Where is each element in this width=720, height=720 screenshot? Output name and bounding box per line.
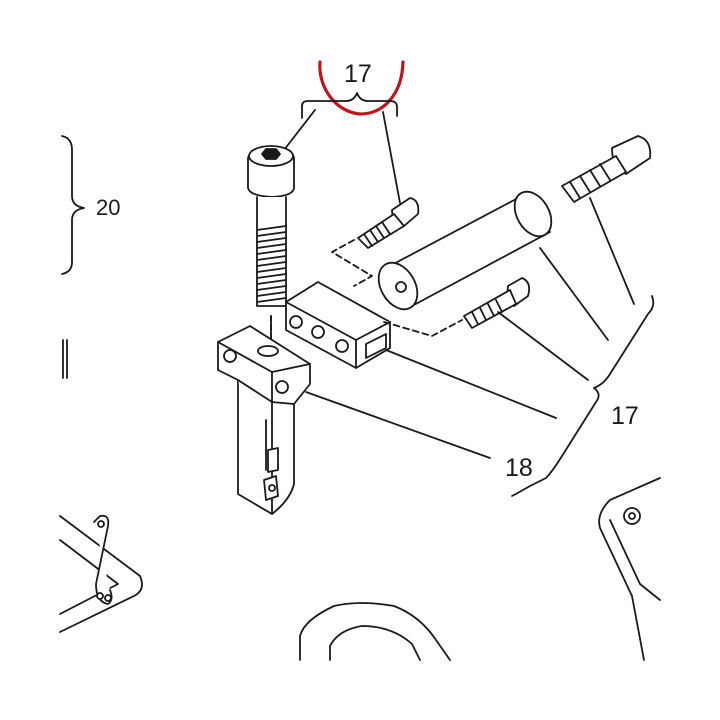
long-cap-screw xyxy=(247,145,295,349)
leader-right-clamp xyxy=(385,349,557,419)
leader-right-long-screw xyxy=(589,197,635,305)
short-screw-lower xyxy=(463,277,531,329)
top-brace xyxy=(301,92,398,119)
lower-left-component xyxy=(59,514,143,633)
leader-right-short-screw xyxy=(497,311,589,381)
spacer-rod xyxy=(377,190,553,311)
clamp-block xyxy=(285,281,391,369)
left-edge-mark xyxy=(62,339,68,379)
leader-bracket xyxy=(305,391,491,459)
callout-17-right: 17 xyxy=(611,402,639,430)
callout-20: 20 xyxy=(96,195,121,220)
leader-top-screw xyxy=(382,111,401,204)
left-brace xyxy=(61,135,85,275)
assembly-guide-lower xyxy=(383,319,463,337)
mounting-bracket xyxy=(217,325,311,515)
assembly-guide-upper xyxy=(331,239,373,287)
lower-middle-housing xyxy=(299,602,451,661)
long-screw-right xyxy=(561,135,652,203)
highlight-circle xyxy=(318,60,405,116)
short-screw-upper xyxy=(357,197,420,249)
lower-middle-housing-inner xyxy=(329,625,421,661)
right-brace xyxy=(511,295,655,497)
callout-18: 18 xyxy=(505,454,533,482)
leader-right-rod xyxy=(539,247,609,341)
lower-right-component xyxy=(598,477,661,661)
leader-top-bolt xyxy=(283,109,316,151)
callout-17-top: 17 xyxy=(344,60,372,88)
